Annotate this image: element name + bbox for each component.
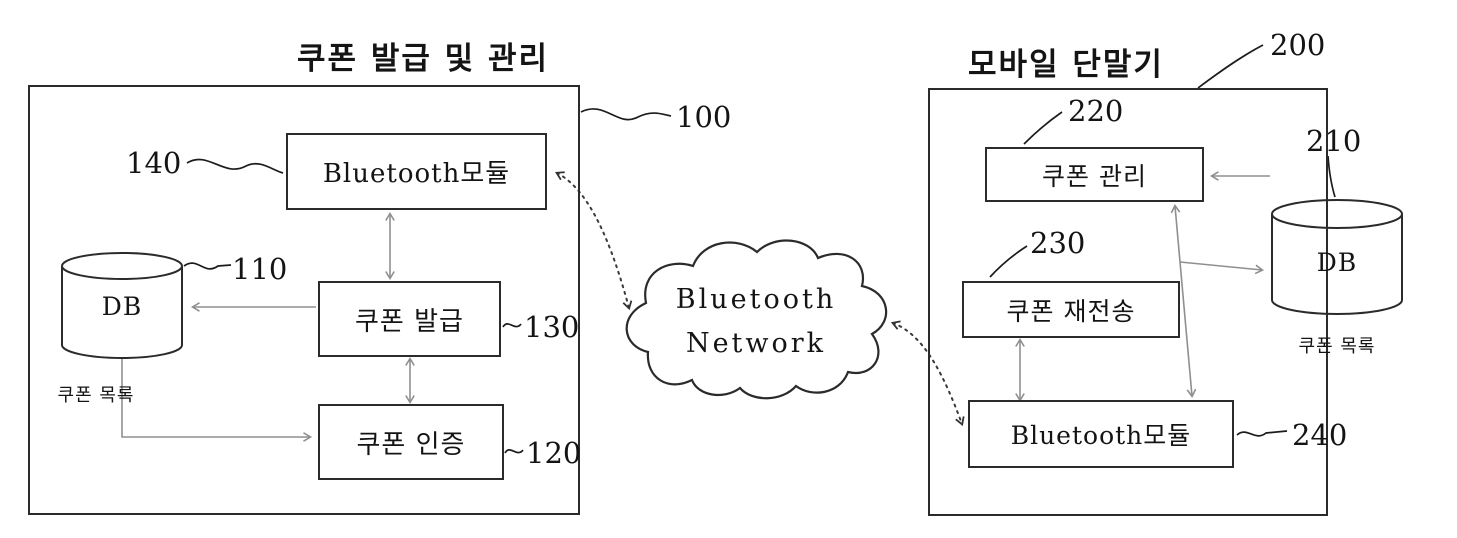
right-db-label: DB — [1316, 248, 1358, 277]
right-bluetooth-module-label: Bluetooth모듈 — [1010, 421, 1192, 450]
ref-label-120: 120 — [526, 436, 582, 470]
right-system-title: 모바일 단말기 — [968, 47, 1164, 83]
ref-label-240: 240 — [1292, 418, 1348, 452]
left-db-caption: 쿠폰 목록 — [57, 385, 135, 406]
left-bluetooth-module-box: Bluetooth모듈 — [286, 133, 547, 210]
ref-label-200: 200 — [1270, 28, 1326, 62]
coupon-issue-box: 쿠폰 발급 — [318, 281, 501, 357]
left-bluetooth-module-label: Bluetooth모듈 — [322, 159, 511, 189]
ref-label-140: 140 — [126, 146, 182, 180]
coupon-manage-label: 쿠폰 관리 — [1042, 161, 1147, 191]
left-system-boundary — [28, 85, 580, 515]
right-system-boundary — [928, 88, 1328, 516]
bluetooth-network-cloud — [625, 239, 888, 400]
coupon-resend-box: 쿠폰 재전송 — [962, 281, 1180, 338]
cloud-label-line2: Network — [685, 328, 827, 359]
left-system-title: 쿠폰 발급 및 관리 — [296, 41, 550, 77]
ref-label-230: 230 — [1030, 226, 1086, 260]
ref-label-110: 110 — [232, 252, 288, 286]
coupon-issue-label: 쿠폰 발급 — [355, 306, 464, 337]
ref-label-210: 210 — [1306, 124, 1362, 158]
cloud-label-line1: Bluetooth — [675, 284, 837, 315]
right-db-caption: 쿠폰 목록 — [1298, 336, 1376, 357]
left-db-label: DB — [101, 292, 143, 321]
ref-label-130: 130 — [524, 310, 580, 344]
coupon-auth-label: 쿠폰 인증 — [356, 429, 466, 460]
coupon-auth-box: 쿠폰 인증 — [318, 404, 504, 480]
coupon-resend-label: 쿠폰 재전송 — [1006, 296, 1136, 326]
coupon-manage-box: 쿠폰 관리 — [985, 147, 1204, 202]
ref-label-100: 100 — [676, 100, 732, 134]
right-bluetooth-module-box: Bluetooth모듈 — [968, 400, 1234, 468]
ref-label-220: 220 — [1068, 94, 1124, 128]
